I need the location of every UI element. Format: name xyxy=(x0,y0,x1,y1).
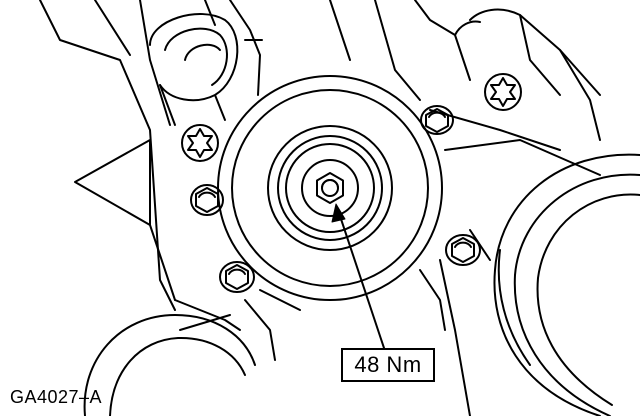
torque-spec-label: 48 Nm xyxy=(341,348,435,382)
hex-bolt-icon-right-upper xyxy=(420,105,454,135)
hex-bolt-icon-left-upper xyxy=(190,184,224,216)
center-bolt-icon xyxy=(316,172,344,204)
idler-pulley xyxy=(217,75,443,301)
torx-bolt-icon-right xyxy=(484,73,522,111)
figure-id-label: GA4027–A xyxy=(10,387,103,407)
torque-leader-arrow xyxy=(331,203,385,349)
torx-bolt-icon-left xyxy=(181,124,219,162)
hex-bolt-icon-right-lower xyxy=(445,234,481,266)
hex-bolt-icon-left-lower xyxy=(219,261,255,293)
engine-housing-outline xyxy=(39,0,640,416)
